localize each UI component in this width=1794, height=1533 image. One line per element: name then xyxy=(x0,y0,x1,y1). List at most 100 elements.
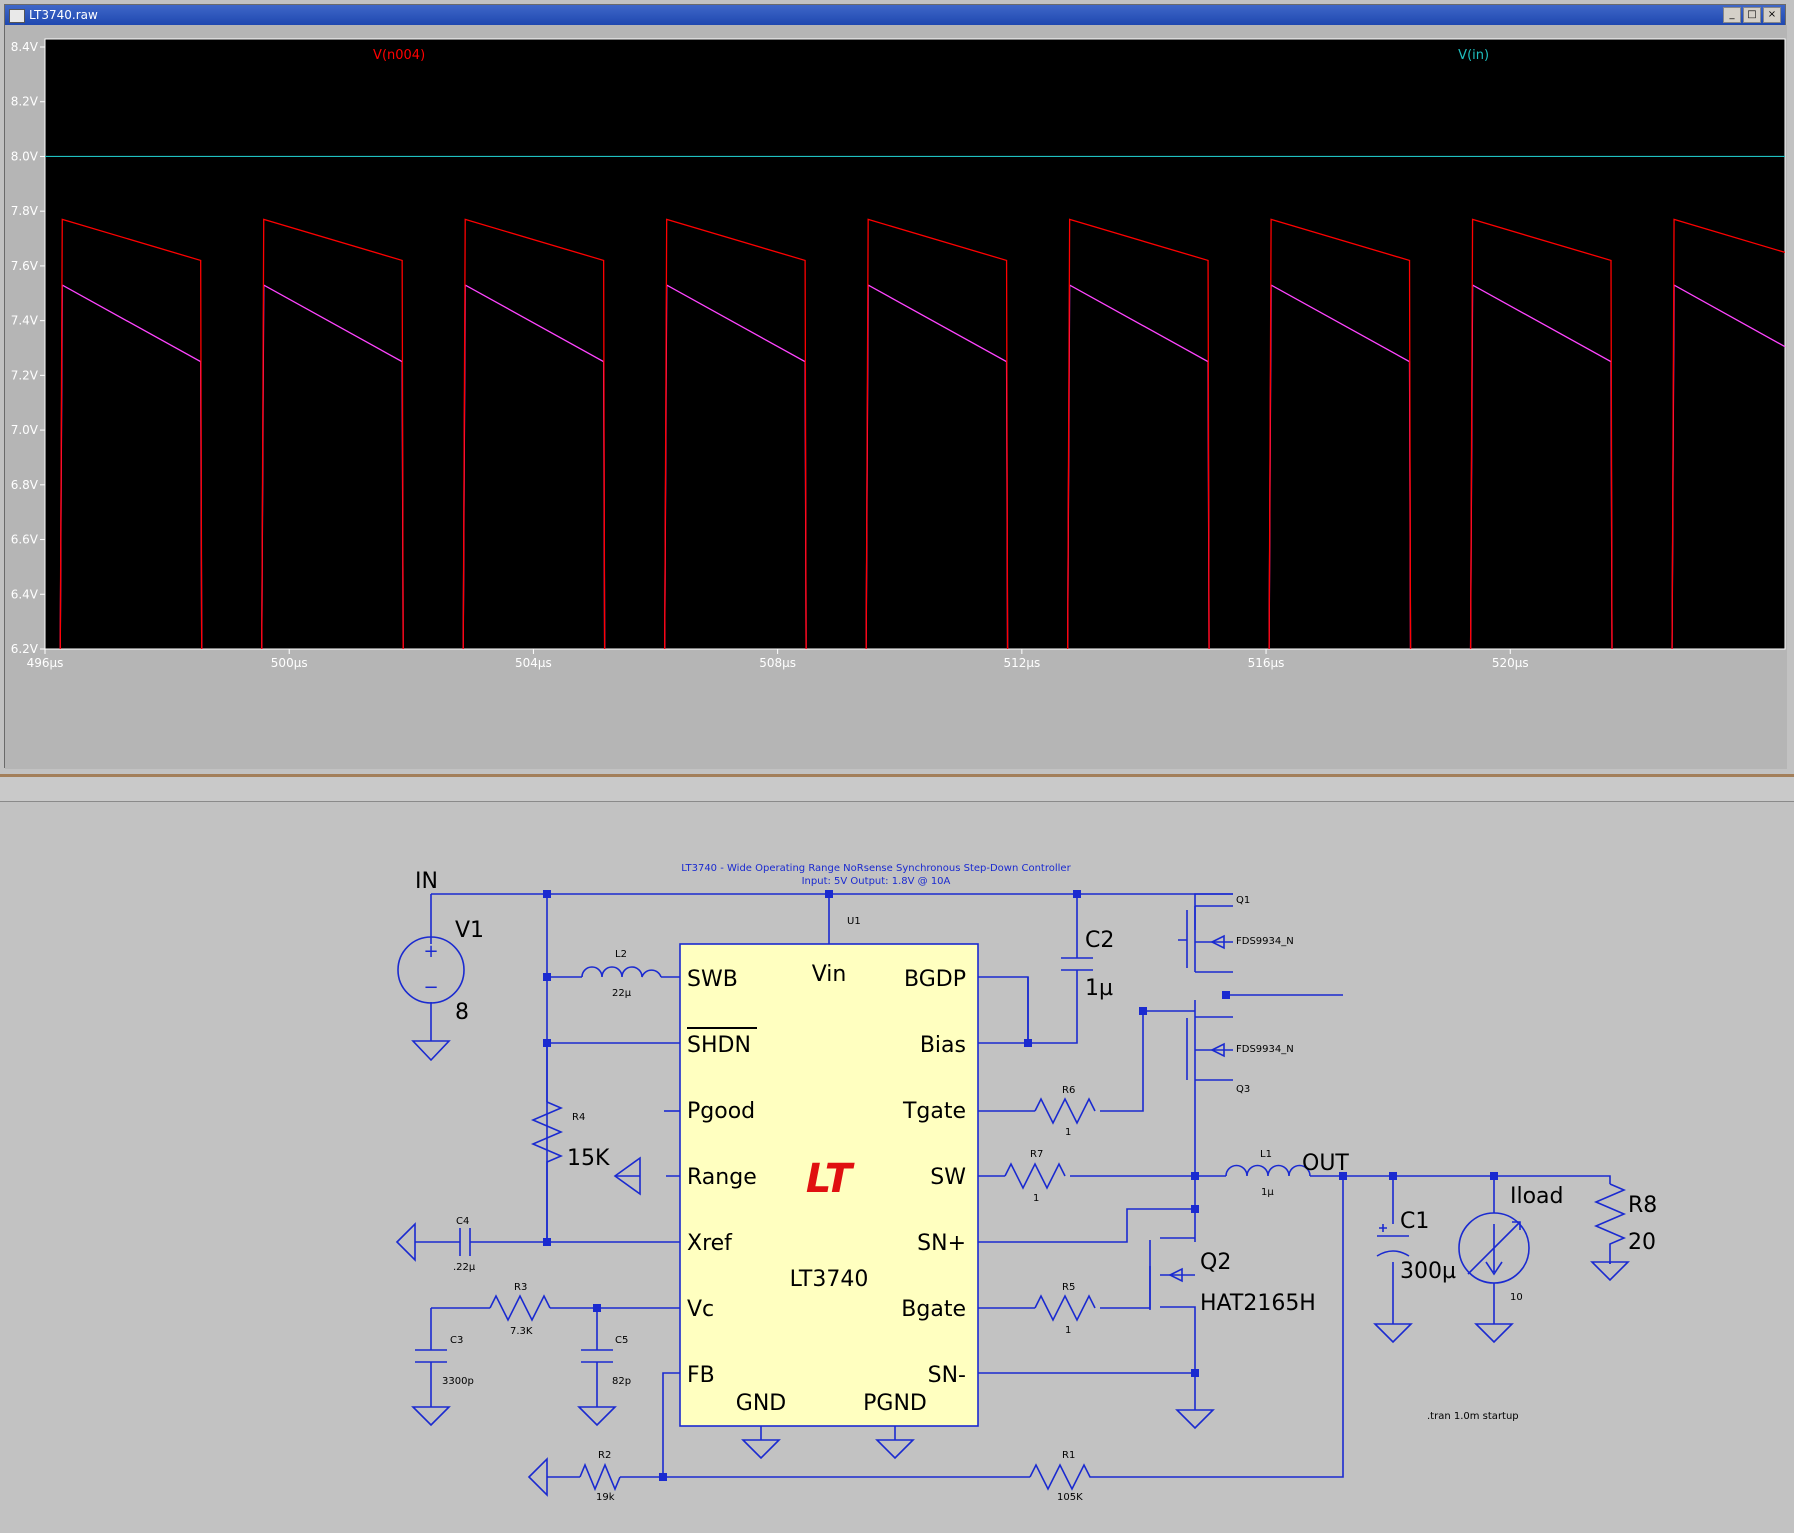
resistor-r3[interactable] xyxy=(489,1294,551,1322)
x-tick-label: 504µs xyxy=(515,656,552,670)
schematic-header-subtitle: Input: 5V Output: 1.8V @ 10A xyxy=(802,876,951,887)
r3-value: 7.3K xyxy=(510,1326,533,1337)
x-tick-label: 516µs xyxy=(1248,656,1285,670)
r4-label: R4 xyxy=(572,1112,585,1123)
y-tick-label: 6.2V xyxy=(11,642,39,656)
v1-label: V1 xyxy=(455,918,484,943)
iload-label: Iload xyxy=(1510,1184,1564,1209)
r7-label: R7 xyxy=(1030,1149,1043,1160)
schematic-header-title: LT3740 - Wide Operating Range NoRsense S… xyxy=(681,863,1071,874)
y-tick-label: 8.2V xyxy=(11,95,39,109)
pin-fb: FB xyxy=(687,1363,715,1388)
pane-splitter[interactable] xyxy=(0,774,1794,802)
schematic-editor[interactable]: LT3740 - Wide Operating Range NoRsense S… xyxy=(0,802,1794,1533)
ic-body[interactable] xyxy=(679,943,979,1427)
r7-value: 1 xyxy=(1033,1193,1039,1204)
l2-label: L2 xyxy=(615,949,627,960)
minimize-button[interactable]: _ xyxy=(1723,7,1741,23)
close-button[interactable]: × xyxy=(1763,7,1781,23)
resistor-r8[interactable] xyxy=(1593,1183,1627,1264)
pin-pgood: Pgood xyxy=(687,1099,755,1124)
c3-value: 3300p xyxy=(442,1376,474,1387)
pin-swb: SWB xyxy=(687,967,738,992)
trace-label-vin: V(in) xyxy=(1458,48,1489,63)
pin-range: Range xyxy=(687,1165,757,1190)
q2-label: Q2 xyxy=(1200,1250,1231,1275)
pin-vin: Vin xyxy=(812,962,847,987)
r1-label: R1 xyxy=(1062,1450,1075,1461)
q3-label: Q3 xyxy=(1236,1084,1250,1095)
resistor-r2[interactable] xyxy=(579,1462,621,1492)
c3-label: C3 xyxy=(450,1335,463,1346)
r2-value: 19k xyxy=(596,1492,615,1503)
c2-value: 1µ xyxy=(1085,976,1113,1001)
r2-label: R2 xyxy=(598,1450,611,1461)
r6-label: R6 xyxy=(1062,1085,1075,1096)
pin-gnd: GND xyxy=(736,1391,786,1416)
svg-text:−: − xyxy=(423,977,438,998)
inductor-l2[interactable] xyxy=(581,966,662,978)
q1-label: Q1 xyxy=(1236,895,1250,906)
r4-value: 15K xyxy=(567,1146,610,1171)
capacitor-c3[interactable] xyxy=(415,1349,447,1363)
r8-value: 20 xyxy=(1628,1230,1656,1255)
x-tick-label: 520µs xyxy=(1492,656,1529,670)
spice-directive[interactable]: .tran 1.0m startup xyxy=(1427,1411,1519,1422)
current-source-iload[interactable] xyxy=(1458,1212,1530,1284)
waveform-file-icon xyxy=(9,9,25,23)
ic-left-pins: SWB SHDN Pgood Range Xref Vc FB xyxy=(687,967,757,1388)
pin-xref: Xref xyxy=(687,1231,733,1256)
pin-snminus: SN- xyxy=(928,1363,966,1388)
resistor-r6[interactable] xyxy=(1034,1097,1096,1125)
inductor-l1[interactable] xyxy=(1225,1164,1311,1177)
capacitor-c1[interactable] xyxy=(1376,1224,1410,1257)
r1-value: 105K xyxy=(1057,1492,1083,1503)
q1-part: FDS9934_N xyxy=(1236,936,1294,947)
r6-value: 1 xyxy=(1065,1127,1071,1138)
y-tick-label: 8.4V xyxy=(11,40,39,54)
schematic-wires xyxy=(415,893,1611,1478)
capacitor-c4[interactable] xyxy=(459,1228,471,1256)
waveform-plot[interactable]: 8.4V8.2V8.0V7.8V7.6V7.4V7.2V7.0V6.8V6.6V… xyxy=(5,25,1787,769)
net-label-out: OUT xyxy=(1302,1151,1349,1176)
l1-value: 1µ xyxy=(1261,1187,1274,1198)
v1-value: 8 xyxy=(455,1000,469,1025)
r5-label: R5 xyxy=(1062,1282,1075,1293)
mosfet-q3[interactable] xyxy=(1186,1016,1233,1081)
y-tick-label: 7.8V xyxy=(11,204,39,218)
resistor-r7[interactable] xyxy=(1004,1162,1066,1190)
c4-value: .22µ xyxy=(453,1262,476,1273)
plot-background xyxy=(44,38,1786,650)
pin-shdn: SHDN xyxy=(687,1033,751,1058)
window-controls: _ □ × xyxy=(1723,7,1781,23)
iload-value: 10 xyxy=(1510,1292,1523,1303)
c2-label: C2 xyxy=(1085,928,1114,953)
maximize-button[interactable]: □ xyxy=(1743,7,1761,23)
resistor-r5[interactable] xyxy=(1034,1294,1096,1322)
pin-bgate: Bgate xyxy=(901,1297,966,1322)
voltage-source-v1[interactable]: + − xyxy=(397,936,465,1004)
capacitor-c2[interactable] xyxy=(1061,957,1093,971)
mosfet-q2[interactable] xyxy=(1149,1237,1196,1370)
ic-right-pins: BGDP Bias Tgate SW SN+ Bgate SN- xyxy=(901,967,966,1388)
x-tick-label: 508µs xyxy=(759,656,796,670)
capacitor-c5[interactable] xyxy=(581,1349,613,1363)
resistor-r1[interactable] xyxy=(1029,1463,1100,1491)
y-tick-label: 6.8V xyxy=(11,478,39,492)
pin-vc: Vc xyxy=(687,1297,714,1322)
resistor-r4[interactable] xyxy=(530,1101,564,1170)
l1-label: L1 xyxy=(1260,1149,1272,1160)
waveform-titlebar[interactable]: LT3740.raw _ □ × xyxy=(5,5,1785,25)
c1-value: 300µ xyxy=(1400,1259,1456,1284)
y-tick-label: 7.0V xyxy=(11,423,39,437)
net-label-in: IN xyxy=(415,869,438,894)
y-tick-label: 8.0V xyxy=(11,149,39,163)
pin-pgnd: PGND xyxy=(863,1391,927,1416)
q2-part: HAT2165H xyxy=(1200,1291,1316,1316)
l2-value: 22µ xyxy=(612,988,632,999)
trace-vn004 xyxy=(59,218,1786,650)
mosfet-q1[interactable] xyxy=(1178,905,1233,973)
y-tick-label: 7.6V xyxy=(11,259,39,273)
